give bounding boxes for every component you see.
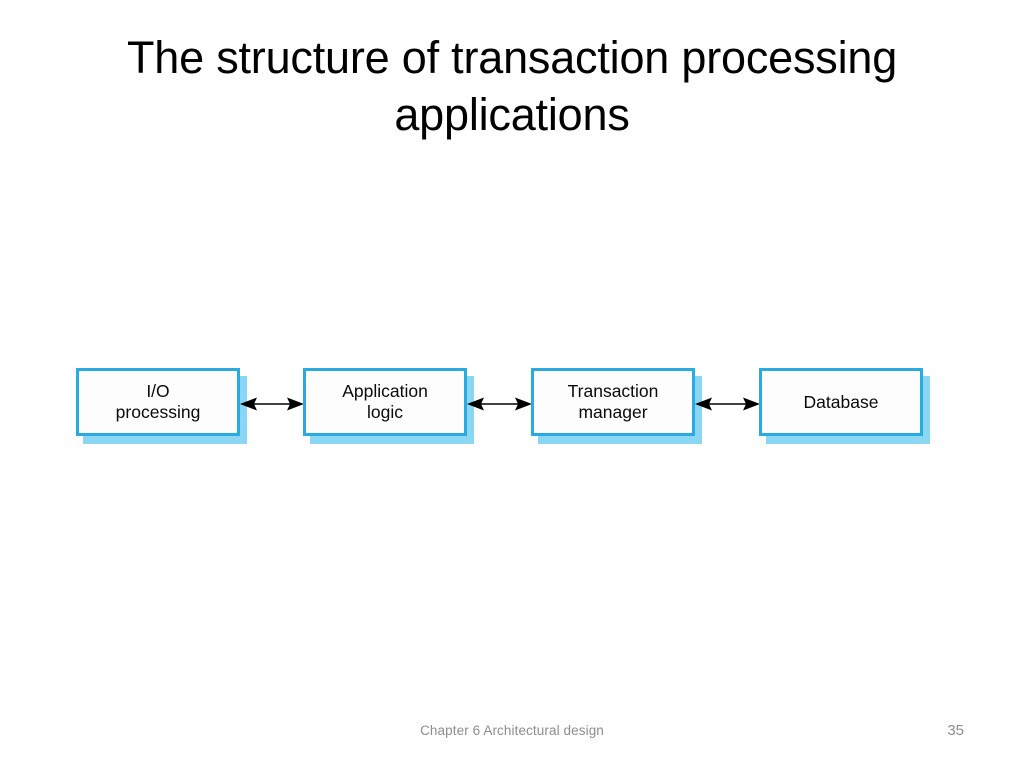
node-label: I/O processing bbox=[115, 381, 201, 422]
node-label: Database bbox=[803, 391, 879, 412]
double-arrow-icon bbox=[695, 396, 760, 412]
diagram-node-application-logic[interactable]: Application logic bbox=[303, 368, 474, 444]
node-box[interactable]: Database bbox=[759, 368, 923, 436]
double-arrow-icon bbox=[240, 396, 304, 412]
double-arrow-icon bbox=[467, 396, 532, 412]
page-title: The structure of transaction processing … bbox=[126, 32, 910, 140]
diagram-node-io-processing[interactable]: I/O processing bbox=[76, 368, 247, 444]
node-box[interactable]: Transaction manager bbox=[531, 368, 695, 436]
footer-chapter-label: Chapter 6 Architectural design bbox=[420, 723, 604, 738]
node-box[interactable]: Application logic bbox=[303, 368, 467, 436]
diagram-node-database[interactable]: Database bbox=[759, 368, 930, 444]
slide-number: 35 bbox=[947, 722, 964, 739]
node-label: Transaction manager bbox=[567, 381, 659, 422]
transaction-processing-diagram: I/O processing Application logic bbox=[0, 368, 1024, 463]
node-label: Application logic bbox=[342, 381, 428, 422]
node-box[interactable]: I/O processing bbox=[76, 368, 240, 436]
diagram-node-transaction-manager[interactable]: Transaction manager bbox=[531, 368, 702, 444]
